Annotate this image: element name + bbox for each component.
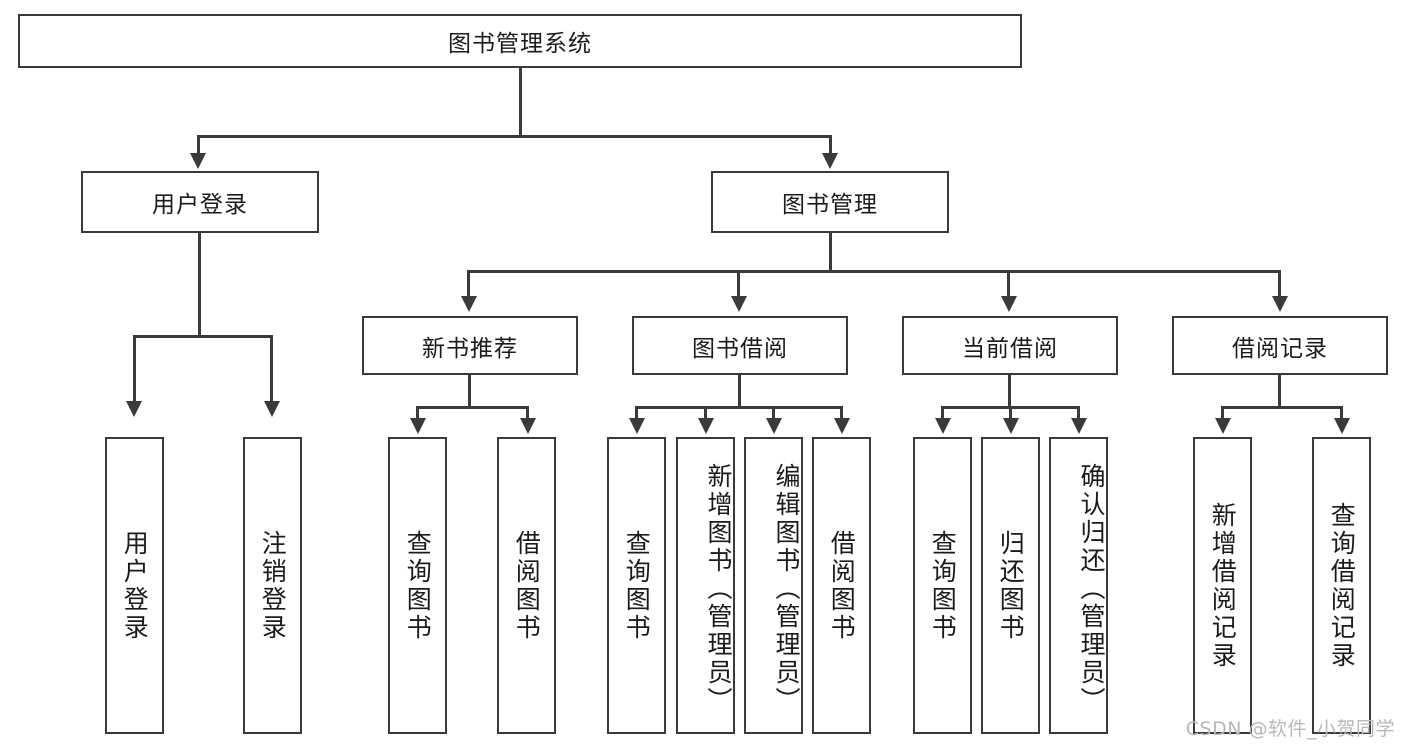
connector-user-login-bus xyxy=(133,335,272,338)
node-label: 借阅记录 xyxy=(1232,335,1328,362)
connector-cb-drop-3 xyxy=(1077,406,1080,420)
connector-br-drop-1 xyxy=(1221,406,1224,420)
arrow-to-book-management xyxy=(822,153,838,169)
connector-to-book-borrow xyxy=(737,270,740,298)
connector-bb-drop-1 xyxy=(635,406,638,420)
node-book-management[interactable]: 图书管理 xyxy=(711,171,949,233)
node-label: 当前借阅 xyxy=(962,335,1058,362)
arrow-to-book-borrow xyxy=(731,296,747,312)
leaf-user-login-user-login[interactable]: 用户登录 xyxy=(105,437,164,734)
leaf-bb-borrow-book[interactable]: 借阅图书 xyxy=(812,437,871,734)
connector-borrow-record-bus xyxy=(1221,406,1343,409)
leaf-br-query-record[interactable]: 查询借阅记录 xyxy=(1312,437,1371,734)
connector-bb-drop-3 xyxy=(772,406,775,420)
connector-root-stem xyxy=(519,68,522,137)
arrow-leaf-bb-4 xyxy=(834,418,850,434)
arrow-leaf-br-1 xyxy=(1215,418,1231,434)
node-label: 查询图书 xyxy=(928,529,958,642)
leaf-cb-query-book[interactable]: 查询图书 xyxy=(913,437,972,734)
arrow-to-borrow-record xyxy=(1272,296,1288,312)
connector-new-book-recommend-stem xyxy=(468,375,471,408)
node-label: 新增图书（管理员） xyxy=(704,462,733,715)
node-label: 用户登录 xyxy=(120,529,150,642)
connector-cb-drop-2 xyxy=(1009,406,1012,420)
node-label: 归还图书 xyxy=(996,529,1026,642)
node-label: 图书借阅 xyxy=(692,335,788,362)
arrow-to-user-login xyxy=(190,153,206,169)
node-label: 新书推荐 xyxy=(422,335,518,362)
arrow-leaf-cb-1 xyxy=(935,418,951,434)
leaf-bb-edit-book-admin[interactable]: 编辑图书（管理员） xyxy=(744,437,803,734)
connector-book-borrow-bus xyxy=(635,406,842,409)
connector-to-user-login xyxy=(197,135,200,156)
leaf-bb-query-book[interactable]: 查询图书 xyxy=(607,437,666,734)
node-label: 编辑图书（管理员） xyxy=(772,462,801,715)
arrow-leaf-bb-2 xyxy=(698,418,714,434)
connector-br-drop-2 xyxy=(1340,406,1343,420)
node-root-book-management-system[interactable]: 图书管理系统 xyxy=(18,14,1022,68)
connector-bb-drop-4 xyxy=(840,406,843,420)
connector-cb-drop-1 xyxy=(941,406,944,420)
connector-to-book-management xyxy=(829,135,832,156)
watermark: CSDN @软件_小贺同学 xyxy=(1185,718,1395,740)
connector-to-borrow-record xyxy=(1278,270,1281,298)
node-book-borrow[interactable]: 图书借阅 xyxy=(632,316,848,375)
node-label: 查询图书 xyxy=(403,529,433,642)
connector-to-new-book-recommend xyxy=(467,270,470,298)
node-label: 查询借阅记录 xyxy=(1327,501,1357,670)
node-label: 确认归还（管理员） xyxy=(1077,462,1106,715)
leaf-cb-return-book[interactable]: 归还图书 xyxy=(981,437,1040,734)
leaf-bb-add-book-admin[interactable]: 新增图书（管理员） xyxy=(676,437,735,734)
connector-current-borrow-stem xyxy=(1008,375,1011,408)
leaf-cb-confirm-return-admin[interactable]: 确认归还（管理员） xyxy=(1049,437,1108,734)
connector-nbr-drop-1 xyxy=(416,406,419,420)
arrow-leaf-user-login-2 xyxy=(264,401,280,417)
leaf-nbr-borrow-book[interactable]: 借阅图书 xyxy=(497,437,556,734)
node-label: 借阅图书 xyxy=(512,529,542,642)
arrow-leaf-cb-3 xyxy=(1071,418,1087,434)
connector-user-login-drop-1 xyxy=(133,335,136,403)
node-label: 用户登录 xyxy=(152,192,248,218)
connector-level2-bus xyxy=(197,135,832,138)
node-borrow-record[interactable]: 借阅记录 xyxy=(1172,316,1388,375)
node-label: 注销登录 xyxy=(258,529,288,642)
arrow-leaf-cb-2 xyxy=(1003,418,1019,434)
node-label: 借阅图书 xyxy=(827,529,857,642)
arrow-leaf-bb-3 xyxy=(766,418,782,434)
leaf-br-add-record[interactable]: 新增借阅记录 xyxy=(1193,437,1252,734)
node-label: 查询图书 xyxy=(622,529,652,642)
leaf-user-login-logout[interactable]: 注销登录 xyxy=(243,437,302,734)
arrow-leaf-user-login-1 xyxy=(126,401,142,417)
arrow-leaf-bb-1 xyxy=(629,418,645,434)
node-label: 图书管理系统 xyxy=(448,31,592,57)
connector-user-login-stem xyxy=(198,233,201,337)
arrow-leaf-nbr-2 xyxy=(520,418,536,434)
connector-level3-bus xyxy=(467,270,1281,273)
connector-user-login-drop-2 xyxy=(270,335,273,403)
node-user-login[interactable]: 用户登录 xyxy=(81,171,319,233)
arrow-leaf-nbr-1 xyxy=(410,418,426,434)
connector-book-borrow-stem xyxy=(738,375,741,408)
arrow-leaf-br-2 xyxy=(1334,418,1350,434)
arrow-to-new-book-recommend xyxy=(461,296,477,312)
leaf-nbr-query-book[interactable]: 查询图书 xyxy=(388,437,447,734)
node-current-borrow[interactable]: 当前借阅 xyxy=(902,316,1118,375)
connector-nbr-drop-2 xyxy=(526,406,529,420)
arrow-to-current-borrow xyxy=(1001,296,1017,312)
connector-new-book-recommend-bus xyxy=(416,406,529,409)
connector-bb-drop-2 xyxy=(704,406,707,420)
node-new-book-recommend[interactable]: 新书推荐 xyxy=(362,316,578,375)
connector-borrow-record-stem xyxy=(1278,375,1281,408)
node-label: 新增借阅记录 xyxy=(1208,501,1238,670)
connector-to-current-borrow xyxy=(1007,270,1010,298)
node-label: 图书管理 xyxy=(782,192,878,218)
connector-book-management-stem xyxy=(829,233,832,272)
